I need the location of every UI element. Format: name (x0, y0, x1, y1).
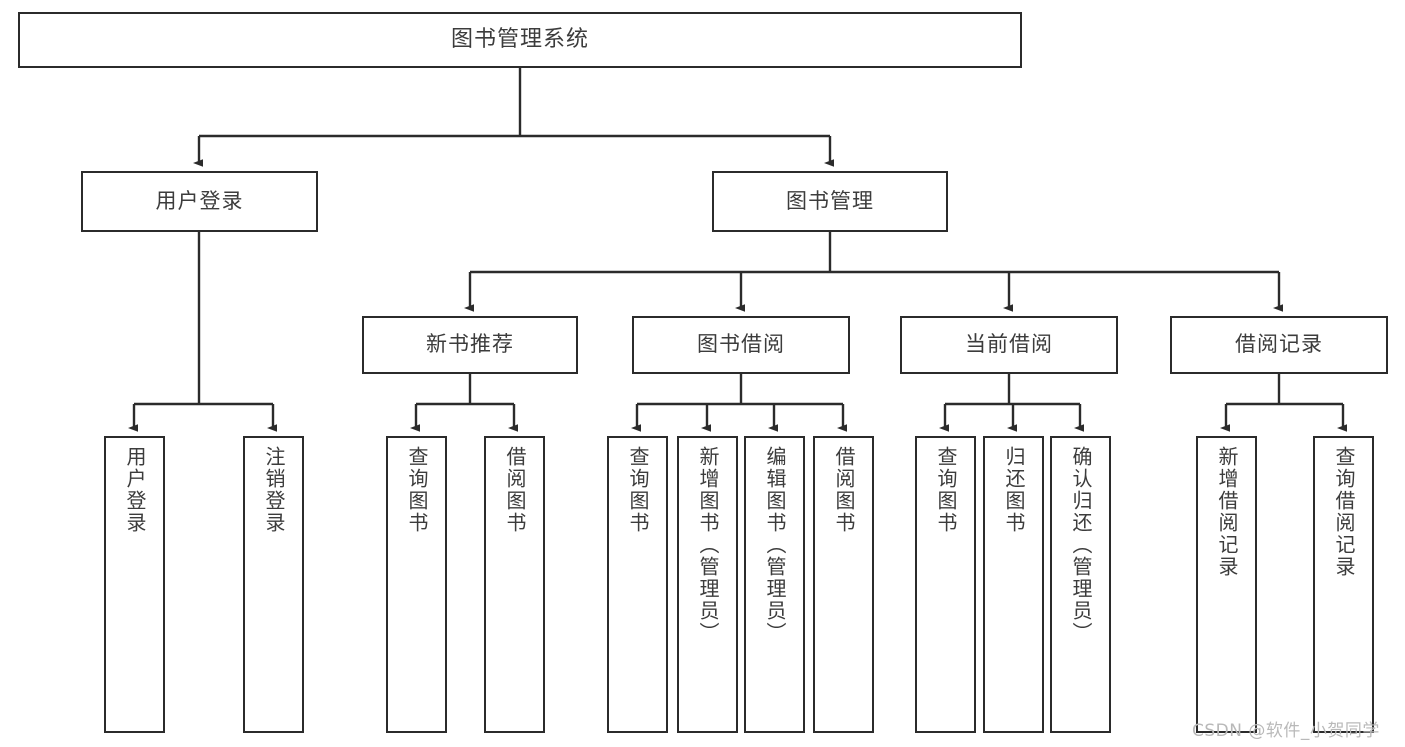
node-leaf-query-record-label: 查询借阅记录 (1332, 446, 1356, 578)
node-book-manage[interactable]: 图书管理 (712, 171, 948, 232)
node-leaf-logout-label: 注销登录 (262, 446, 286, 534)
node-leaf-user-login[interactable]: 用户登录 (104, 436, 165, 733)
node-leaf-add-record-label: 新增借阅记录 (1215, 446, 1239, 578)
node-leaf-query-record[interactable]: 查询借阅记录 (1313, 436, 1374, 733)
node-leaf-return-book-label: 归还图书 (1002, 446, 1026, 534)
node-leaf-query-book-rec[interactable]: 查询图书 (386, 436, 447, 733)
node-root[interactable]: 图书管理系统 (18, 12, 1022, 68)
node-book-borrow-label: 图书借阅 (697, 332, 785, 357)
node-leaf-add-book-label: 新增图书（管理员） (696, 446, 720, 644)
node-borrow-record-label: 借阅记录 (1235, 332, 1323, 357)
node-leaf-borrow-book-rec-label: 借阅图书 (503, 446, 527, 534)
node-leaf-add-record[interactable]: 新增借阅记录 (1196, 436, 1257, 733)
node-book-borrow[interactable]: 图书借阅 (632, 316, 850, 374)
node-leaf-add-book[interactable]: 新增图书（管理员） (677, 436, 738, 733)
node-new-book-rec-label: 新书推荐 (426, 332, 514, 357)
node-leaf-edit-book[interactable]: 编辑图书（管理员） (744, 436, 805, 733)
node-leaf-borrow-book[interactable]: 借阅图书 (813, 436, 874, 733)
node-leaf-query-book-borrow-label: 查询图书 (626, 446, 650, 534)
node-leaf-borrow-book-label: 借阅图书 (832, 446, 856, 534)
node-leaf-user-login-label: 用户登录 (123, 446, 147, 534)
node-borrow-record[interactable]: 借阅记录 (1170, 316, 1388, 374)
node-current-borrow-label: 当前借阅 (965, 332, 1053, 357)
node-leaf-query-book-current[interactable]: 查询图书 (915, 436, 976, 733)
watermark: CSDN @软件_小贺同学 (1192, 721, 1380, 741)
node-leaf-edit-book-label: 编辑图书（管理员） (763, 446, 787, 644)
node-user-login[interactable]: 用户登录 (81, 171, 318, 232)
node-leaf-query-book-current-label: 查询图书 (934, 446, 958, 534)
node-current-borrow[interactable]: 当前借阅 (900, 316, 1118, 374)
node-new-book-rec[interactable]: 新书推荐 (362, 316, 578, 374)
node-leaf-return-book[interactable]: 归还图书 (983, 436, 1044, 733)
node-leaf-query-book-rec-label: 查询图书 (405, 446, 429, 534)
node-user-login-label: 用户登录 (155, 188, 244, 213)
node-leaf-query-book-borrow[interactable]: 查询图书 (607, 436, 668, 733)
node-leaf-confirm-return-label: 确认归还（管理员） (1069, 446, 1093, 644)
node-leaf-logout[interactable]: 注销登录 (243, 436, 304, 733)
node-leaf-confirm-return[interactable]: 确认归还（管理员） (1050, 436, 1111, 733)
node-leaf-borrow-book-rec[interactable]: 借阅图书 (484, 436, 545, 733)
node-book-manage-label: 图书管理 (786, 188, 874, 213)
node-root-label: 图书管理系统 (450, 26, 589, 52)
